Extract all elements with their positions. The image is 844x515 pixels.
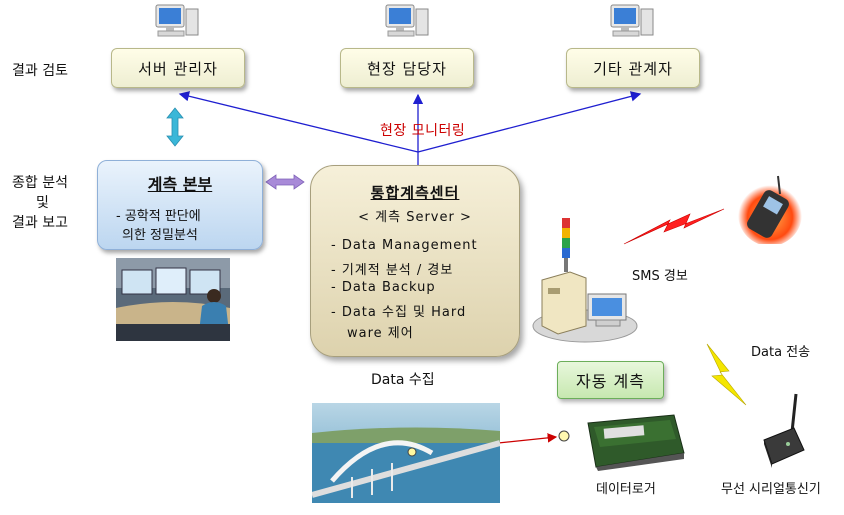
computer-icon	[155, 4, 199, 37]
hq-title: 계측 본부	[147, 175, 213, 194]
center-subtitle: < 계측 Server >	[358, 210, 472, 225]
hq-box: 계측 본부 - 공학적 판단에 의한 정밀분석	[97, 160, 263, 250]
bridge-photo	[312, 403, 500, 503]
other-parties-box: 기타 관계자	[566, 48, 700, 88]
wireless-modem-label: 무선 시리얼통신기	[721, 482, 821, 497]
data-logger-icon	[587, 414, 685, 471]
analysis-label-2: 및	[36, 195, 49, 211]
arrow-to-server-admin	[178, 91, 419, 153]
center-item-2: - 기계적 분석 / 경보	[331, 263, 454, 278]
cyan-double-arrow	[166, 107, 184, 147]
control-room-photo	[116, 258, 230, 341]
lightning-yellow-icon	[706, 343, 747, 406]
computer-icon	[610, 4, 654, 37]
sms-alert-label: SMS 경보	[632, 269, 688, 284]
computer-icon	[385, 4, 429, 37]
analysis-label-3: 결과 보고	[12, 215, 68, 231]
wireless-modem-icon	[763, 393, 805, 468]
mobile-phone-icon	[738, 175, 802, 244]
purple-double-arrow	[265, 174, 305, 190]
center-title: 통합계측센터	[370, 184, 460, 202]
review-label: 결과 검토	[12, 63, 68, 79]
auto-measure-box: 자동 계측	[557, 361, 664, 399]
monitoring-label: 현장 모니터링	[380, 123, 466, 139]
lightning-red-icon	[623, 208, 725, 245]
site-manager-box: 현장 담당자	[340, 48, 474, 88]
hq-desc-2: 의한 정밀분석	[122, 228, 198, 243]
server-station-icon	[532, 218, 638, 343]
hq-desc-1: - 공학적 판단에	[116, 209, 201, 224]
data-collection-label: Data 수집	[371, 372, 435, 388]
server-admin-box: 서버 관리자	[111, 48, 245, 88]
center-item-4: - Data 수집 및 Hard	[331, 305, 467, 320]
sensor-node-icon	[558, 430, 570, 442]
analysis-label-1: 종합 분석	[12, 175, 68, 191]
data-transfer-label: Data 전송	[751, 345, 811, 360]
arrow-to-other-parties	[417, 91, 642, 153]
center-item-5: ware 제어	[347, 326, 414, 341]
center-item-3: - Data Backup	[331, 280, 436, 295]
data-logger-label: 데이터로거	[596, 482, 656, 497]
integrated-center-box: 통합계측센터 < 계측 Server > - Data Management -…	[310, 165, 520, 357]
center-item-1: - Data Management	[331, 238, 478, 253]
